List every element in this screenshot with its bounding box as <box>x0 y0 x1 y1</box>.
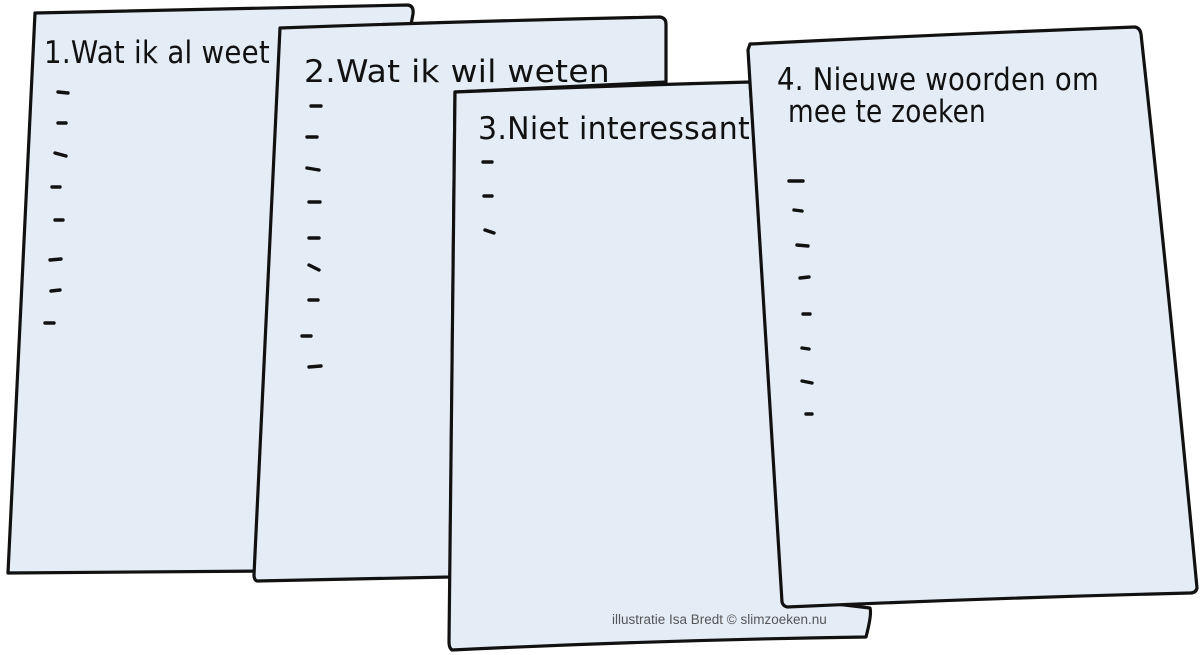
sheet-3-dashes <box>481 160 496 235</box>
sheet-2: 2.Wat ik wil weten <box>252 15 668 583</box>
sheet-4-title-line-2: mee te zoeken <box>788 94 986 130</box>
sheet-1-dash <box>53 151 68 158</box>
sheet-2-title: 2.Wat ik wil weten <box>304 54 610 90</box>
sheet-1-dash <box>56 90 70 95</box>
sheet-1-dashes <box>43 90 70 325</box>
sheet-4-paper <box>746 25 1199 609</box>
sheet-2-dash <box>307 364 323 369</box>
sheet-2-paper <box>252 15 668 583</box>
sheet-3: 3.Niet interessant <box>447 80 873 652</box>
sheet-4-dash <box>798 275 811 280</box>
sheet-4-title-line-1: 4. Nieuwe woorden om <box>777 62 1099 98</box>
sheet-3-title: 3.Niet interessant <box>478 111 750 147</box>
sheet-2-dash <box>305 166 321 172</box>
sheet-4-dash <box>795 243 810 248</box>
sheet-3-paper <box>447 80 873 652</box>
sheet-4-dashes <box>787 179 814 416</box>
sheet-1: 1.Wat ik al weet <box>6 3 415 575</box>
sheet-4-dash <box>792 208 804 213</box>
credit-text: illustratie Isa Bredt © slimzoeken.nu <box>612 612 827 627</box>
sheet-1-paper <box>6 3 415 575</box>
sheet-4: 4. Nieuwe woorden om mee te zoeken <box>746 25 1199 609</box>
sheet-1-title: 1.Wat ik al weet <box>44 35 270 71</box>
sheet-2-dashes <box>300 104 323 369</box>
sheet-4-dash <box>800 346 811 351</box>
sheet-4-dash <box>800 379 814 385</box>
sheet-2-dash <box>307 263 321 272</box>
sheet-1-dash <box>48 257 63 262</box>
sheet-3-dash <box>483 228 496 235</box>
sheet-1-dash <box>49 288 62 293</box>
